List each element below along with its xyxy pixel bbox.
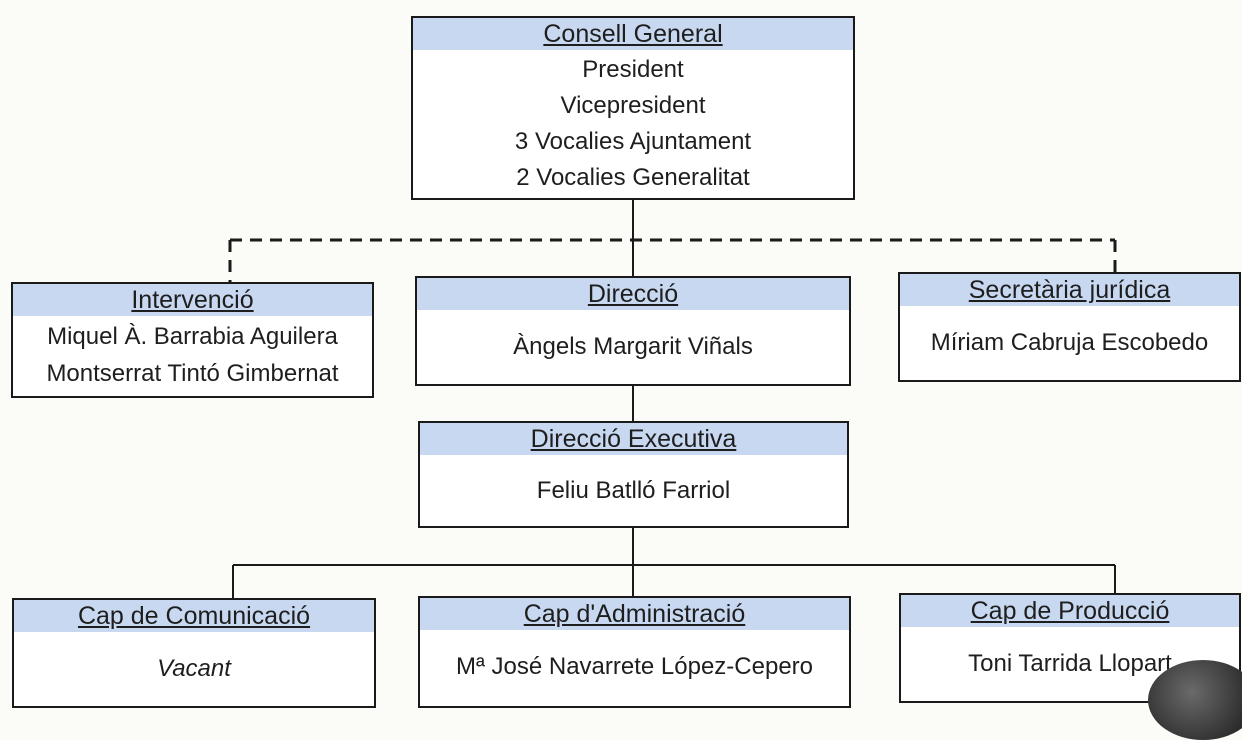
member-line: Vacant (157, 655, 231, 682)
member-line: Miquel À. Barrabia Aguilera (47, 323, 338, 350)
intervencio-box: Intervenció Miquel À. Barrabia Aguilera … (11, 282, 374, 398)
cap-administracio-title: Cap d'Administració (420, 598, 849, 630)
member-line: Vicepresident (560, 92, 706, 119)
cap-produccio-members: Toni Tarrida Llopart (901, 627, 1239, 701)
direccio-executiva-title: Direcció Executiva (420, 423, 847, 455)
consell-general-members: President Vicepresident 3 Vocalies Ajunt… (413, 50, 853, 196)
cap-comunicacio-title: Cap de Comunicació (14, 600, 374, 632)
consell-general-title: Consell General (413, 18, 853, 50)
member-line: Àngels Margarit Viñals (513, 333, 753, 360)
connector-lines (228, 200, 1117, 598)
member-line: Míriam Cabruja Escobedo (930, 329, 1209, 356)
direccio-title: Direcció (417, 278, 849, 310)
cap-comunicacio-box: Cap de Comunicació Vacant (12, 598, 376, 708)
secretaria-juridica-box: Secretària jurídica Míriam Cabruja Escob… (898, 272, 1241, 382)
secretaria-juridica-members: Míriam Cabruja Escobedo (900, 306, 1239, 380)
consell-general-box: Consell General President Vicepresident … (411, 16, 855, 200)
member-line: 3 Vocalies Ajuntament (514, 128, 752, 155)
cap-produccio-title: Cap de Producció (901, 595, 1239, 627)
member-line: 2 Vocalies Generalitat (516, 164, 750, 191)
direccio-executiva-members: Feliu Batlló Farriol (420, 455, 847, 527)
scan-shadow (1148, 660, 1242, 740)
cap-administracio-members: Mª José Navarrete López-Cepero (420, 630, 849, 704)
member-line: Mª José Navarrete López-Cepero (455, 653, 814, 680)
intervencio-members: Miquel À. Barrabia Aguilera Montserrat T… (13, 316, 372, 392)
member-line: Feliu Batlló Farriol (536, 477, 731, 504)
cap-administracio-box: Cap d'Administració Mª José Navarrete Ló… (418, 596, 851, 708)
member-line: Toni Tarrida Llopart (968, 650, 1172, 677)
member-line: Montserrat Tintó Gimbernat (46, 360, 339, 387)
secretaria-juridica-title: Secretària jurídica (900, 274, 1239, 306)
intervencio-title: Intervenció (13, 284, 372, 316)
direccio-box: Direcció Àngels Margarit Viñals (415, 276, 851, 386)
direccio-executiva-box: Direcció Executiva Feliu Batlló Farriol (418, 421, 849, 528)
member-line: President (582, 56, 684, 83)
cap-comunicacio-members: Vacant (14, 632, 374, 706)
direccio-members: Àngels Margarit Viñals (417, 310, 849, 384)
